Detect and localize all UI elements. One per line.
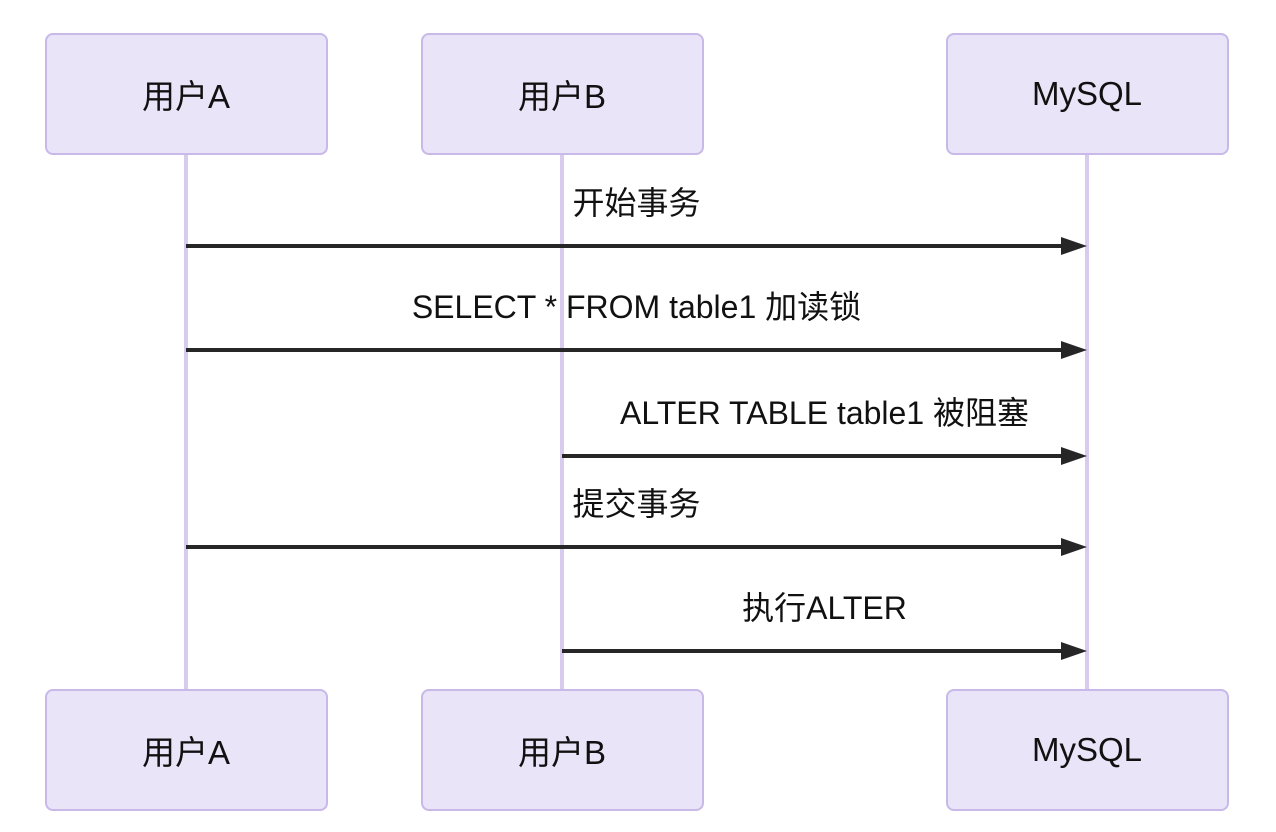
arrowhead-icon	[1061, 447, 1087, 465]
lifeline-mysql	[1085, 155, 1089, 689]
actor-box-mysql-bottom: MySQL	[945, 689, 1229, 811]
message-line	[562, 649, 1065, 653]
actor-label-userA: 用户A	[141, 734, 230, 771]
arrowhead-icon	[1061, 642, 1087, 660]
actor-label-userB: 用户B	[517, 78, 606, 115]
message-label-select-read-lock: SELECT * FROM table1 加读锁	[411, 289, 862, 325]
message-label-commit-transaction: 提交事务	[572, 486, 701, 522]
message-line	[186, 348, 1065, 352]
lifeline-userB	[560, 155, 564, 689]
actor-label-userA: 用户A	[141, 78, 230, 115]
actor-label-userB: 用户B	[517, 734, 606, 771]
actor-box-mysql-top: MySQL	[945, 33, 1229, 155]
message-line	[186, 545, 1065, 549]
message-label-alter-blocked: ALTER TABLE table1 被阻塞	[619, 395, 1030, 431]
actor-label-mysql: MySQL	[1031, 75, 1143, 112]
actor-box-userA-bottom: 用户A	[44, 689, 328, 811]
arrowhead-icon	[1061, 237, 1087, 255]
message-label-execute-alter: 执行ALTER	[742, 590, 907, 626]
actor-box-userB-bottom: 用户B	[420, 689, 704, 811]
message-label-begin-transaction: 开始事务	[572, 185, 701, 221]
actor-box-userA-top: 用户A	[44, 33, 328, 155]
arrowhead-icon	[1061, 538, 1087, 556]
message-line	[186, 244, 1065, 248]
lifeline-userA	[184, 155, 188, 689]
actor-label-mysql: MySQL	[1031, 731, 1143, 768]
arrowhead-icon	[1061, 341, 1087, 359]
message-line	[562, 454, 1065, 458]
actor-box-userB-top: 用户B	[420, 33, 704, 155]
